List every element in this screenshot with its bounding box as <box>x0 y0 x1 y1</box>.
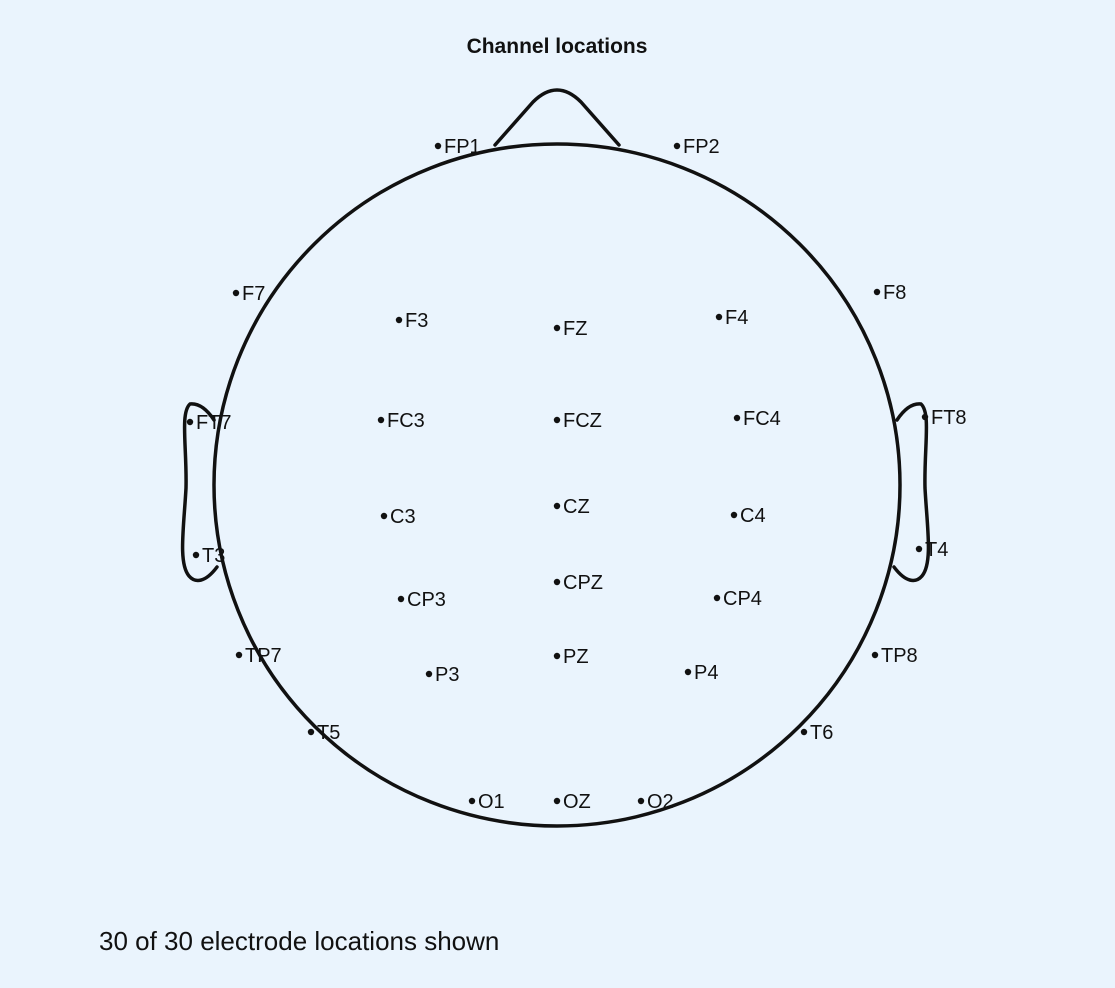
electrode-marker <box>921 413 929 421</box>
electrode-marker <box>873 288 881 296</box>
electrode-f4: F4 <box>715 307 748 329</box>
electrode-count-status: 30 of 30 electrode locations shown <box>99 926 500 956</box>
electrode-marker <box>468 797 476 805</box>
electrode-f3: F3 <box>395 310 428 332</box>
electrode-label: CPZ <box>563 572 603 594</box>
electrode-label: C3 <box>390 506 416 528</box>
electrode-label: CP4 <box>723 588 762 610</box>
electrode-marker <box>553 416 561 424</box>
electrode-marker <box>915 545 923 553</box>
electrode-fc3: FC3 <box>377 410 425 432</box>
electrode-label: F3 <box>405 310 428 332</box>
right-ear-outline <box>892 402 931 583</box>
electrode-cp4: CP4 <box>713 588 762 610</box>
electrode-marker <box>553 652 561 660</box>
electrode-tp7: TP7 <box>235 645 282 667</box>
electrode-cpz: CPZ <box>553 572 603 594</box>
electrode-label: O2 <box>647 791 674 813</box>
electrode-label: PZ <box>563 646 589 668</box>
electrode-label: C4 <box>740 505 766 527</box>
electrode-label: TP8 <box>881 645 918 667</box>
electrode-f8: F8 <box>873 282 906 304</box>
electrode-label: P3 <box>435 664 459 686</box>
electrode-p4: P4 <box>684 662 718 684</box>
plot-title: Channel locations <box>467 35 648 58</box>
electrode-marker <box>553 797 561 805</box>
electrode-oz: OZ <box>553 791 591 813</box>
electrode-cp3: CP3 <box>397 589 446 611</box>
electrode-marker <box>380 512 388 520</box>
electrode-ft7: FT7 <box>186 412 232 434</box>
electrode-marker <box>235 651 243 659</box>
electrode-label: T6 <box>810 722 833 744</box>
electrode-fc4: FC4 <box>733 408 781 430</box>
electrode-label: T4 <box>925 539 948 561</box>
electrode-label: T5 <box>317 722 340 744</box>
electrode-label: F8 <box>883 282 906 304</box>
head-circle <box>212 142 902 828</box>
electrode-pz: PZ <box>553 646 589 668</box>
electrode-marker <box>715 313 723 321</box>
electrode-marker <box>553 324 561 332</box>
electrode-fcz: FCZ <box>553 410 602 432</box>
electrode-marker <box>397 595 405 603</box>
electrode-label: OZ <box>563 791 591 813</box>
electrode-label: O1 <box>478 791 505 813</box>
electrode-marker <box>800 728 808 736</box>
electrode-label: FC3 <box>387 410 425 432</box>
electrode-t5: T5 <box>307 722 340 744</box>
electrode-label: FCZ <box>563 410 602 432</box>
electrode-marker <box>553 578 561 586</box>
electrode-fz: FZ <box>553 318 587 340</box>
electrode-marker <box>673 142 681 150</box>
electrode-marker <box>425 670 433 678</box>
electrode-label: P4 <box>694 662 718 684</box>
electrode-tp8: TP8 <box>871 645 918 667</box>
electrode-marker <box>377 416 385 424</box>
electrode-marker <box>232 289 240 297</box>
electrode-label: FP1 <box>444 136 481 158</box>
electrode-marker <box>434 142 442 150</box>
electrode-label: T3 <box>202 545 225 567</box>
electrode-label: FC4 <box>743 408 781 430</box>
electrode-fp2: FP2 <box>673 136 720 158</box>
electrode-label: FP2 <box>683 136 720 158</box>
electrode-label: FT8 <box>931 407 967 429</box>
electrode-label: CZ <box>563 496 590 518</box>
nose-outline <box>493 88 621 147</box>
electrode-label: F4 <box>725 307 748 329</box>
electrode-p3: P3 <box>425 664 459 686</box>
electrode-marker <box>307 728 315 736</box>
electrode-marker <box>186 418 194 426</box>
electrode-marker <box>684 668 692 676</box>
electrode-t4: T4 <box>915 539 948 561</box>
electrode-label: F7 <box>242 283 265 305</box>
electrode-cz: CZ <box>553 496 590 518</box>
electrode-label: FT7 <box>196 412 232 434</box>
electrode-fp1: FP1 <box>434 136 481 158</box>
electrode-marker <box>395 316 403 324</box>
electrode-marker <box>733 414 741 422</box>
electrode-c4: C4 <box>730 505 766 527</box>
electrode-t3: T3 <box>192 545 225 567</box>
head-outline <box>180 88 931 828</box>
electrode-label: TP7 <box>245 645 282 667</box>
electrode-marker <box>553 502 561 510</box>
electrode-marker <box>871 651 879 659</box>
electrode-marker <box>730 511 738 519</box>
left-ear-outline <box>180 402 219 583</box>
electrode-f7: F7 <box>232 283 265 305</box>
electrode-c3: C3 <box>380 506 416 528</box>
electrode-marker <box>192 551 200 559</box>
electrode-label: CP3 <box>407 589 446 611</box>
electrode-marker <box>637 797 645 805</box>
electrode-ft8: FT8 <box>921 407 967 429</box>
electrode-t6: T6 <box>800 722 833 744</box>
electrode-marker <box>713 594 721 602</box>
electrode-o2: O2 <box>637 791 674 813</box>
electrode-label: FZ <box>563 318 587 340</box>
electrode-o1: O1 <box>468 791 505 813</box>
